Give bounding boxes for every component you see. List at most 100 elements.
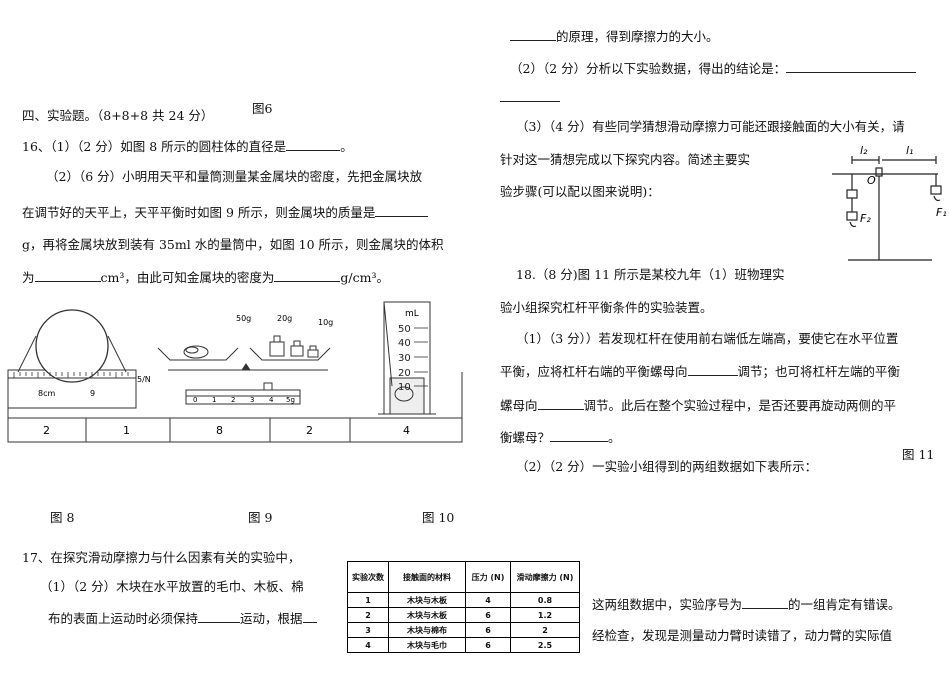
strip-5: 4 [403, 424, 410, 437]
cell: 木块与木板 [388, 592, 466, 608]
scale-2: 2 [231, 396, 235, 404]
figure-strip [7, 372, 463, 443]
question-18-1d: 衡螺母？ 。 [500, 428, 621, 447]
header-friction: 滑动摩擦力 (N) [510, 561, 580, 593]
friction-data-table: 实验次数 接触面的材料 压力 (N) 滑动摩擦力 (N) 1 木块与木板 4 0… [347, 561, 580, 653]
mark-10: 10 [398, 382, 411, 393]
scale-5g: 5g [286, 396, 295, 404]
table-header-row: 实验次数 接触面的材料 压力 (N) 滑动摩擦力 (N) [347, 561, 580, 593]
cell: 1 [347, 592, 389, 608]
cylinder-unit: mL [405, 309, 419, 319]
answer-blank[interactable] [742, 595, 789, 609]
q17-1b-text-1: 布的表面上运动时必须保持 [48, 611, 199, 626]
question-17: 17、在探究滑动摩擦力与什么因素有关的实验中， [22, 550, 301, 565]
ruler-label-9: 9 [90, 389, 95, 398]
answer-blank[interactable] [500, 88, 560, 102]
q18-1d-end: 。 [608, 430, 621, 445]
question-16-2b: 在调节好的天平上，天平平衡时如图 9 所示，则金属块的质量是 [22, 203, 429, 222]
cell: 木块与毛巾 [388, 637, 466, 653]
q16-2d-text-3: g/cm³。 [340, 270, 389, 285]
question-18-1a: （1）（3 分））若发现杠杆在使用前右端低左端高，要使它在水平位置 [516, 331, 899, 346]
lever-label-f2: F₂ [860, 212, 871, 225]
mark-20: 20 [398, 368, 411, 379]
balance-figure [157, 335, 331, 405]
question-18-2: （2）（2 分）一实验小组得到的两组数据如下表所示： [516, 459, 818, 474]
question-18-1c: 螺母向调节。此后在整个实验过程中，是否还要再旋动两侧的平 [500, 396, 896, 415]
figure-6-caption: 图6 [252, 101, 273, 116]
check-statement: 经检查，发现是测量动力臂时读错了，动力臂的实际值 [592, 628, 893, 643]
answer-blank[interactable] [537, 396, 584, 410]
answer-blank[interactable] [375, 203, 429, 217]
right-line-2-cont [500, 88, 560, 107]
cell: 2 [347, 607, 389, 623]
cell: 4 [465, 592, 511, 608]
q16-1-end: 。 [340, 139, 353, 154]
error-statement: 这两组数据中，实验序号为的一组肯定有错误。 [592, 595, 901, 614]
header-material: 接触面的材料 [388, 561, 466, 593]
balance-scale-labels: 0 1 2 3 4 5g [193, 396, 295, 404]
right-line-3c: 验步骤(可以配以图来说明)： [500, 184, 660, 199]
q18-1b-text-2: 调节；也可将杠杆左端的平衡 [737, 364, 901, 379]
figure-10-caption: 图 10 [422, 510, 455, 525]
scale-4: 4 [269, 396, 274, 404]
answer-blank[interactable] [550, 428, 609, 442]
weight-10g: 10g [318, 318, 333, 327]
table-row: 2 木块与木板 6 1.2 [347, 607, 580, 623]
question-18b: 验小组探究杠杆平衡条件的实验装置。 [500, 300, 713, 315]
table-row: 3 木块与棉布 6 2 [347, 622, 580, 638]
q18-1d-text: 衡螺母？ [500, 430, 551, 445]
q18-1b-text-1: 平衡，应将杠杆右端的平衡螺母向 [500, 364, 688, 379]
section-4-heading: 四、实验题。（8+8+8 共 24 分） [22, 108, 214, 123]
answer-blank[interactable] [687, 362, 738, 376]
lever-label-l1: l₁ [906, 144, 913, 157]
question-17-1b: 布的表面上运动时必须保持运动，根据 [48, 609, 317, 628]
strip-4: 2 [306, 424, 313, 437]
strip-numbers: 2 1 8 2 4 [43, 424, 410, 437]
q16-2b-text: 在调节好的天平上，天平平衡时如图 9 所示，则金属块的质量是 [22, 205, 376, 220]
right-line-3a: （3）（4 分）有些同学猜想滑动摩擦力可能还跟接触面的大小有关，请 [516, 119, 905, 134]
cell: 木块与棉布 [388, 622, 466, 638]
question-18a: 18.（8 分)图 11 所示是某校九年（1）班物理实 [516, 267, 785, 282]
lever-label-l2: l₂ [860, 144, 868, 157]
measuring-cylinder [378, 301, 436, 415]
ruler-figure: 8cm 9 5/N [7, 309, 151, 409]
weight-20g: 20g [277, 314, 292, 323]
header-pressure: 压力 (N) [465, 561, 511, 593]
answer-blank[interactable] [34, 268, 101, 282]
figure-8-caption: 图 8 [50, 510, 75, 525]
scale-3: 3 [250, 396, 254, 404]
question-17-1a: （1）（2 分）木块在水平放置的毛巾、木板、棉 [40, 579, 304, 594]
table-row: 4 木块与毛巾 6 2.5 [347, 637, 580, 653]
mark-40: 40 [398, 338, 411, 349]
figure-11-caption: 图 11 [902, 447, 935, 462]
ruler-label-8cm: 8cm [38, 389, 55, 398]
table-row: 1 木块与木板 4 0.8 [347, 592, 580, 608]
err-text-2: 的一组肯定有错误。 [788, 597, 901, 612]
cell: 2 [510, 622, 580, 638]
cell: 0.8 [510, 592, 580, 608]
r2-text: （2）（2 分）分析以下实验数据，得出的结论是： [510, 61, 787, 76]
right-line-3b: 针对这一猜想完成以下探究内容。简述主要实 [500, 152, 751, 167]
cylinder-circle [35, 309, 109, 383]
strip-3: 8 [216, 424, 223, 437]
answer-blank[interactable] [302, 609, 317, 623]
cell: 4 [347, 637, 389, 653]
strip-1: 2 [43, 424, 50, 437]
question-16-2c: g，再将金属块放到装有 35ml 水的量筒中，如图 10 所示，则金属块的体积 [22, 237, 444, 252]
ruler-label-n: 5/N [137, 375, 151, 384]
right-line-1: 的原理，得到摩擦力的大小。 [510, 27, 719, 46]
strip-2: 1 [123, 424, 130, 437]
answer-blank[interactable] [510, 27, 556, 41]
r1-text: 的原理，得到摩擦力的大小。 [556, 29, 719, 44]
lever-figure: l₂ l₁ O F₂ F₁ [832, 144, 947, 261]
cylinder-marks: 50 40 30 20 10 [398, 324, 411, 393]
q18-1c-text-1: 螺母向 [500, 398, 538, 413]
answer-blank[interactable] [274, 268, 341, 282]
q16-2d-text-1: 为 [22, 270, 35, 285]
question-18-1b: 平衡，应将杠杆右端的平衡螺母向 调节；也可将杠杆左端的平衡 [500, 362, 900, 381]
cell: 6 [465, 622, 511, 638]
answer-blank[interactable] [198, 609, 241, 623]
answer-blank[interactable] [786, 59, 917, 73]
answer-blank[interactable] [286, 137, 341, 151]
